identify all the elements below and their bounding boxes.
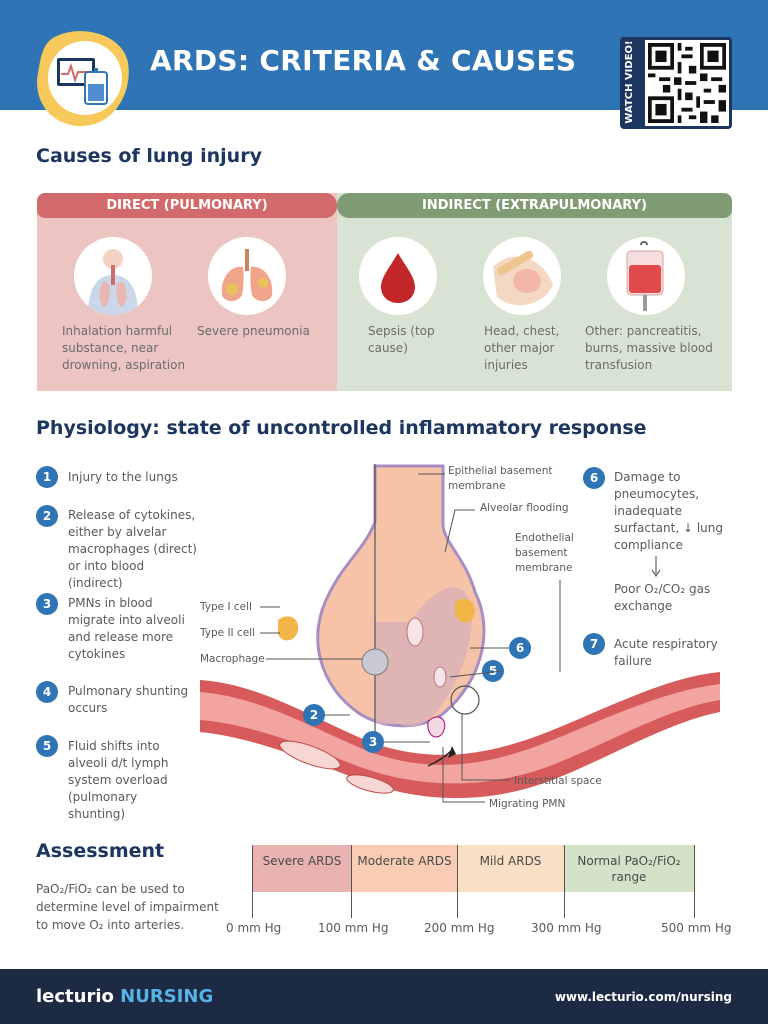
range-mild: Mild ARDS (457, 845, 564, 892)
page-title: ARDS: CRITERIA & CAUSES (150, 44, 577, 77)
lungs-torso-icon (74, 237, 152, 315)
step-number-5: 5 (36, 735, 58, 757)
interstitial-space-label: Interstitial space (514, 775, 602, 787)
indirect-panel: INDIRECT (EXTRAPULMONARY) Sepsis (top ca… (337, 193, 732, 391)
endothelial-membrane-label: Endothelial basement membrane (515, 532, 574, 574)
tick-label-100: 100 mm Hg (318, 921, 389, 935)
blood-drop-icon (359, 237, 437, 315)
step-number-3: 3 (36, 593, 58, 615)
direct-header: DIRECT (PULMONARY) (37, 193, 337, 218)
direct-panel: DIRECT (PULMONARY) Inhalation harmful su… (37, 193, 337, 391)
footer-bar (0, 969, 768, 1024)
down-arrow-icon (651, 556, 661, 578)
gas-exchange-text: Poor O₂/CO₂ gas exchange (614, 582, 711, 613)
cause-inhalation-text: Inhalation harmful substance, near drown… (62, 324, 186, 372)
type2-cell-label: Type II cell (200, 627, 256, 639)
brand-name: lecturio (36, 986, 114, 1007)
tick-300 (564, 845, 565, 918)
brand-accent: NURSING (120, 986, 214, 1007)
cause-other-text: Other: pancreatitis, burns, massive bloo… (585, 324, 713, 372)
step-text-6: Damage to pneumocytes, inadequate surfac… (614, 470, 723, 552)
range-moderate-label: Moderate ARDS (357, 854, 452, 868)
tick-label-500: 500 mm Hg (661, 921, 732, 935)
type1-cell-label: Type I cell (200, 601, 252, 613)
epithelial-membrane-label: Epithelial basement membrane (448, 465, 553, 492)
lecturio-logo[interactable]: lecturio NURSING (36, 986, 213, 1007)
range-normal: Normal PaO₂/FiO₂ range (564, 845, 694, 892)
tick-label-0: 0 mm Hg (226, 921, 282, 935)
step-text-7: Acute respiratory failure (614, 637, 718, 668)
tick-500 (694, 845, 695, 918)
blood-bag-icon (607, 237, 685, 315)
qr-label: WATCH VIDEO! (624, 40, 635, 124)
migrating-pmn-label: Migrating PMN (489, 798, 566, 810)
tick-label-300: 300 mm Hg (531, 921, 602, 935)
macrophage-label: Macrophage (200, 653, 265, 665)
svg-text:6: 6 (516, 641, 524, 655)
step-number-2: 2 (36, 505, 58, 527)
svg-text:5: 5 (489, 664, 497, 678)
assessment-heading: Assessment (36, 840, 165, 862)
cause-injuries-text: Head, chest, other major injuries (484, 324, 560, 372)
tick-label-200: 200 mm Hg (424, 921, 495, 935)
step-text-4: Pulmonary shunting occurs (68, 684, 189, 715)
step-number-7: 7 (583, 633, 605, 655)
range-mild-label: Mild ARDS (479, 854, 542, 868)
monitor-iv-logo-icon (37, 31, 129, 127)
alveolar-flooding-label: Alveolar flooding (480, 502, 569, 514)
alveolus-diagram: 2 3 5 6 (200, 464, 720, 803)
range-severe-label: Severe ARDS (262, 854, 342, 868)
range-normal-label: Normal PaO₂/FiO₂ range (577, 854, 681, 884)
tick-200 (457, 845, 458, 918)
step-text-1: Injury to the lungs (68, 470, 178, 484)
step-number-6: 6 (583, 467, 605, 489)
footer-url-link[interactable]: www.lecturio.com/nursing (554, 990, 732, 1004)
physiology-heading: Physiology: state of uncontrolled inflam… (36, 417, 647, 439)
tick-100 (351, 845, 352, 918)
cause-sepsis-text: Sepsis (top cause) (368, 324, 435, 355)
svg-text:2: 2 (310, 708, 318, 722)
step-text-3: PMNs in blood migrate into alveoli and r… (68, 596, 185, 661)
range-moderate: Moderate ARDS (352, 845, 457, 892)
step-number-1: 1 (36, 466, 58, 488)
qr-code-icon[interactable] (645, 40, 729, 126)
pneumonia-lungs-icon (208, 237, 286, 315)
indirect-header: INDIRECT (EXTRAPULMONARY) (337, 193, 732, 218)
assessment-text: PaO₂/FiO₂ can be used to determine level… (36, 882, 219, 932)
step-number-4: 4 (36, 681, 58, 703)
step-text-5: Fluid shifts into alveoli d/t lymph syst… (68, 739, 169, 821)
injury-icon (483, 237, 561, 315)
svg-text:3: 3 (369, 735, 377, 749)
step-text-2: Release of cytokines, either by alvelar … (68, 508, 197, 590)
range-severe: Severe ARDS (252, 845, 352, 892)
causes-heading: Causes of lung injury (36, 145, 262, 167)
cause-pneumonia-text: Severe pneumonia (197, 324, 310, 338)
tick-0 (252, 845, 253, 918)
